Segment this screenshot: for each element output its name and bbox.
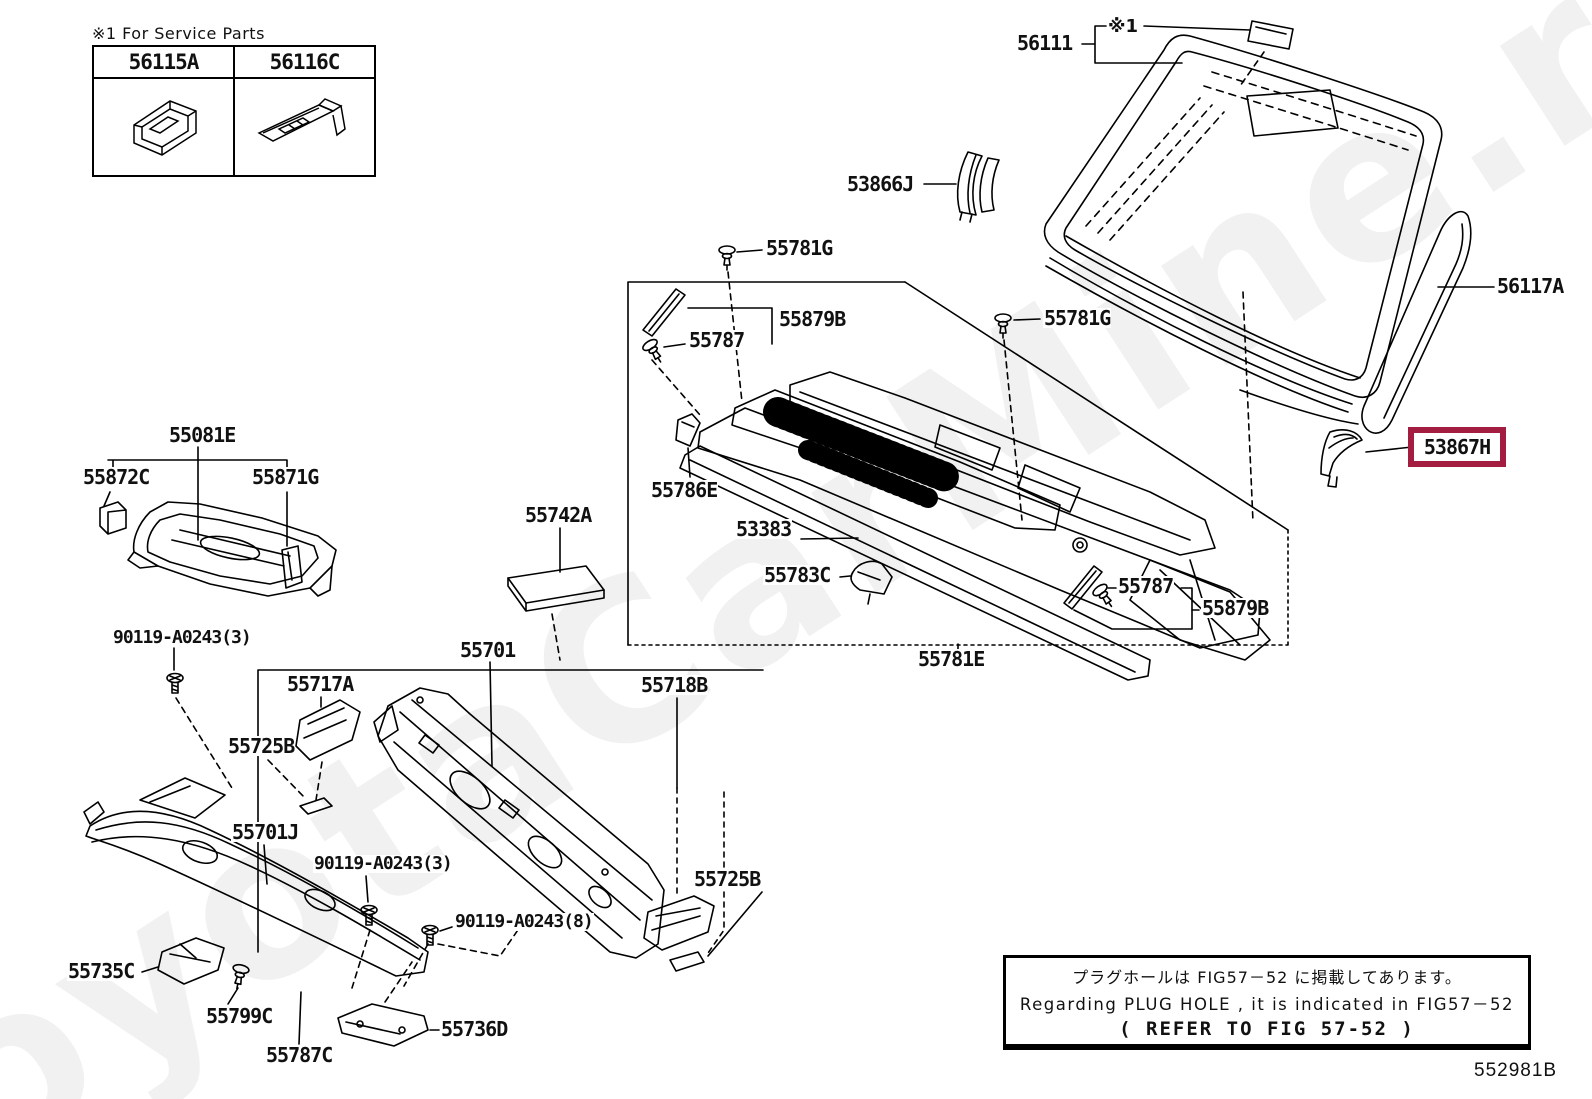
cowl-side-panel-55081E-drawing (99, 446, 337, 597)
dash-panel-lower-drawing (83, 777, 429, 977)
callout-53867H-highlighted: 53867H (1423, 435, 1491, 459)
screw-90119-bottom-icon (351, 875, 378, 989)
callout-55879B-right: 55879B (1201, 596, 1269, 620)
callout-55787-left: 55787 (688, 328, 745, 352)
pad-55786E-drawing (675, 413, 701, 478)
callout-55786E: 55786E (650, 478, 718, 502)
callout-55781G-top: 55781G (765, 236, 833, 260)
service-part-number-56115A: 56115A (92, 45, 235, 79)
callout-55701J: 55701J (231, 820, 299, 844)
callout-55783C: 55783C (763, 563, 831, 587)
figure-code: 552981B (1474, 1060, 1558, 1081)
callout-55879B-left: 55879B (778, 307, 846, 331)
callout-55742A: 55742A (524, 503, 592, 527)
callout-56117A: 56117A (1496, 274, 1564, 298)
plate-55736D-drawing (337, 961, 440, 1047)
leader-55787C (298, 991, 302, 1045)
plug-hole-note-box: プラグホールは FIG57－52 に掲載してあります。 Regarding PL… (1003, 955, 1531, 1050)
clip-55799C-icon (227, 962, 251, 1005)
callout-90119-A0243-3-bottom: 90119-A0243(3) (313, 853, 453, 874)
pad-55783C-drawing (839, 560, 893, 605)
windshield-side-moulding-drawing (1361, 210, 1495, 434)
callout-55799C: 55799C (205, 1004, 273, 1028)
callout-55736D: 55736D (440, 1017, 508, 1041)
corner-moulding-53867H-drawing (1320, 429, 1413, 488)
screw-90119-8-icon (403, 923, 523, 987)
note-line-english: Regarding PLUG HOLE , it is indicated in… (1019, 995, 1515, 1014)
bracket-55735C-drawing (141, 937, 225, 985)
callout-55735C: 55735C (67, 959, 135, 983)
callout-55871G: 55871G (251, 465, 319, 489)
service-part-number-56116C: 56116C (233, 45, 376, 79)
seal-55879B-left-drawing (640, 288, 773, 368)
windshield-callout-bracket (1081, 20, 1294, 87)
cowl-top-panel-55701-drawing (373, 661, 665, 959)
note-line-refer: ( REFER TO FIG 57-52 ) (1119, 1018, 1415, 1040)
callout-55718B: 55718B (640, 673, 708, 697)
callout-55081E: 55081E (168, 423, 236, 447)
callout-53866J: 53866J (846, 172, 914, 196)
part-56116C-drawing (256, 97, 346, 142)
silencer-pad-55742A-drawing (507, 527, 605, 661)
seal-55879B-right-drawing (1063, 565, 1200, 630)
callout-55872C: 55872C (82, 465, 150, 489)
callout-55781G-mid: 55781G (1043, 306, 1111, 330)
cowl-side-cover-drawing (923, 151, 1000, 223)
note-line-japanese: プラグホールは FIG57－52 に掲載してあります。 (1072, 968, 1462, 987)
bracket-55717A-drawing (267, 696, 361, 815)
callout-90119-A0243-3-top: 90119-A0243(3) (112, 627, 252, 648)
leader-53383 (800, 537, 859, 540)
callout-ref1: ※1 (1108, 16, 1139, 37)
bracket-55725B-right-drawing (643, 697, 763, 972)
highlighted-part-box: 53867H (1408, 427, 1506, 467)
windshield-glass-drawing (1043, 34, 1443, 425)
service-parts-table: 56115A 56116C (92, 45, 376, 177)
callout-55787-right: 55787 (1117, 574, 1174, 598)
callout-55701: 55701 (459, 638, 516, 662)
clip-55781G-top-icon (718, 245, 763, 271)
service-parts-note: ※1 For Service Parts (92, 24, 265, 43)
callout-55725B-right: 55725B (693, 867, 761, 891)
callout-55781E: 55781E (917, 647, 985, 671)
callout-55725B-left: 55725B (227, 734, 295, 758)
service-part-cell-56115A (92, 77, 235, 177)
screw-90119-top-icon (166, 647, 233, 789)
service-part-cell-56116C (233, 77, 376, 177)
callout-90119-A0243-8: 90119-A0243(8) (454, 911, 594, 932)
part-56115A-drawing (132, 99, 197, 156)
callout-55787C: 55787C (265, 1043, 333, 1067)
callout-56111: 56111 (1016, 31, 1073, 55)
callout-53383: 53383 (735, 517, 792, 541)
clip-55781G-mid-icon (994, 313, 1041, 339)
callout-55717A: 55717A (286, 672, 354, 696)
